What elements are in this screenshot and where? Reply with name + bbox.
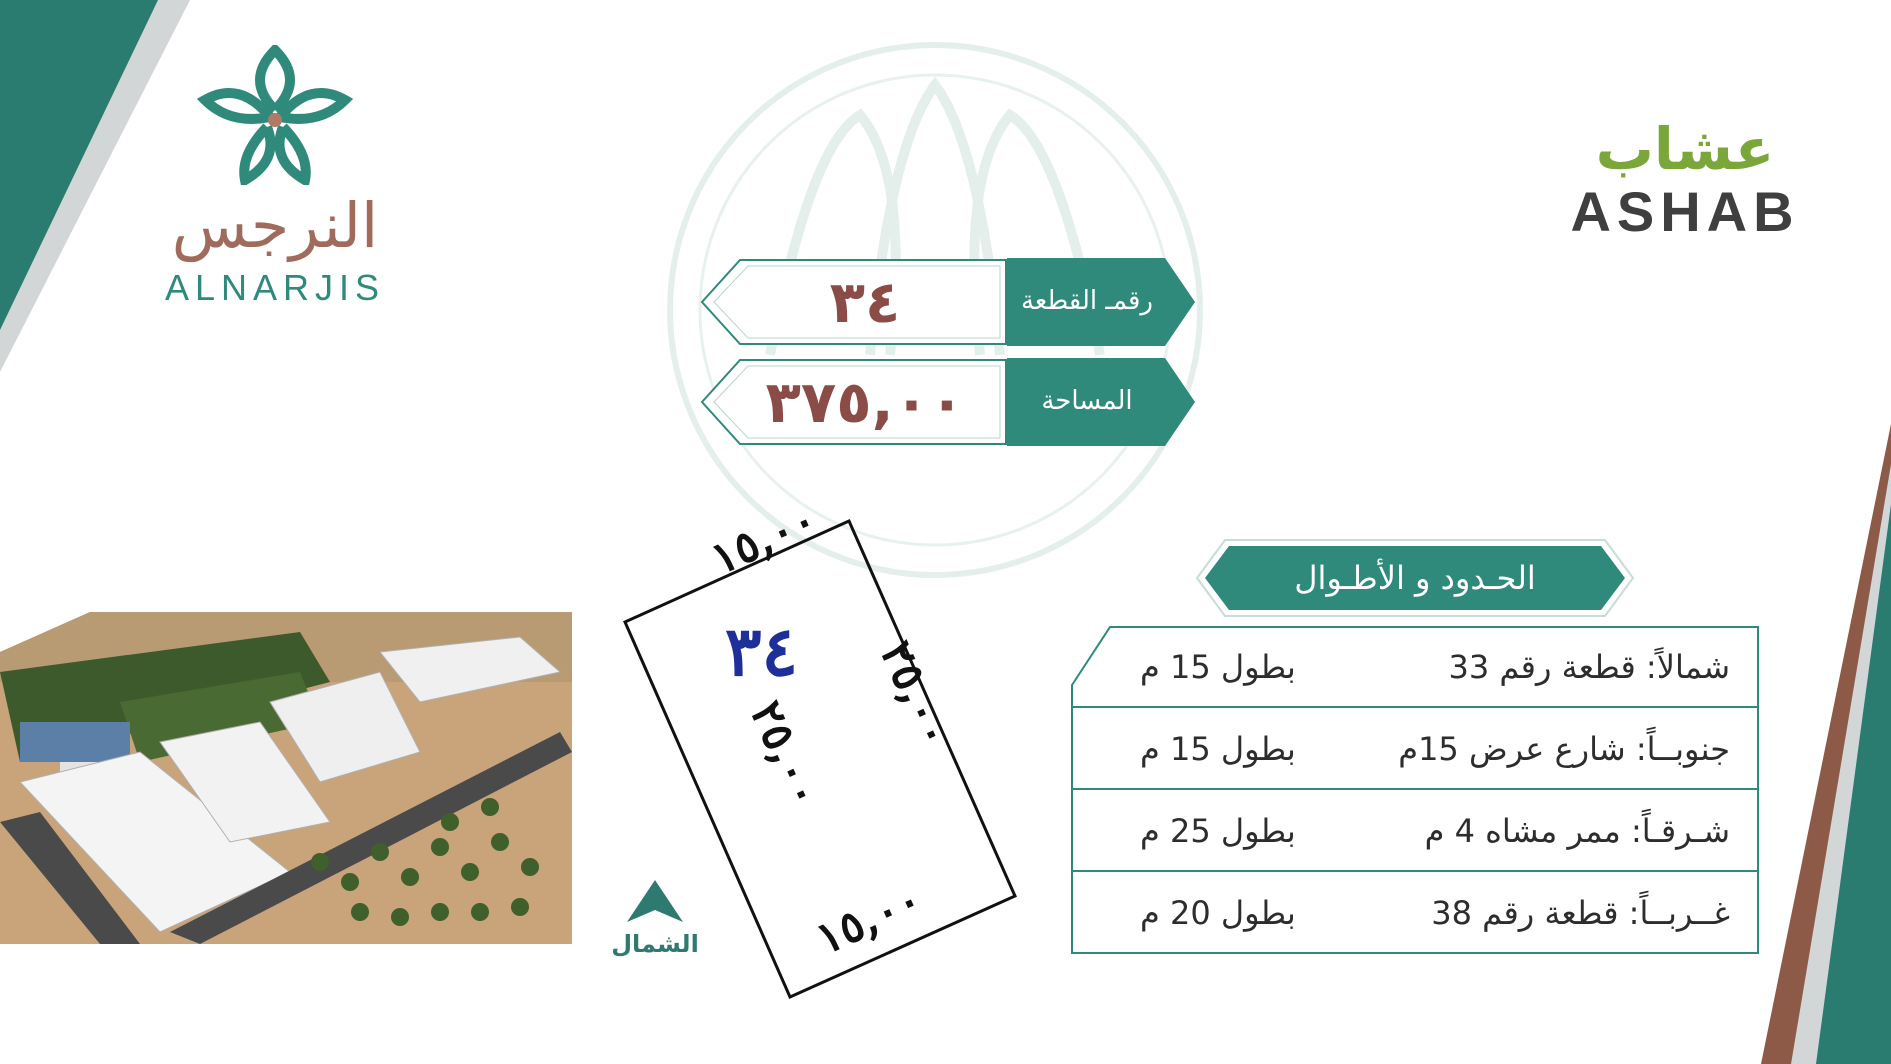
boundaries-title: الحـدود و الأطـوال <box>1294 559 1536 597</box>
plot-sketch: ١٥,٠٠ ١٥,٠٠ ٢٥,٠٠ ٢٥,٠٠ ٣٤ <box>623 500 1017 999</box>
sketch-bottom-dimension: ١٥,٠٠ <box>809 874 930 965</box>
boundary-side: جنوبــاً: شارع عرض 15م <box>1398 730 1730 768</box>
boundaries-header: الحـدود و الأطـوال <box>1195 538 1635 618</box>
plot-number-value-frame <box>700 259 1007 345</box>
north-indicator: الشمال <box>600 878 710 968</box>
ashab-latin-name: ASHAB <box>1570 180 1800 243</box>
boundary-row-north: شمالاً: قطعة رقم 33 بطول 15 م <box>1070 627 1760 707</box>
boundary-length: بطول 15 م <box>1140 730 1296 768</box>
sketch-plot-number: ٣٤ <box>725 612 798 692</box>
boundary-side: شـرقـاً: ممر مشاه 4 م <box>1424 812 1730 850</box>
corner-decoration-bottom-right <box>1761 424 1891 1064</box>
north-label: الشمال <box>611 930 699 958</box>
boundary-row-south: جنوبــاً: شارع عرض 15م بطول 15 م <box>1070 709 1760 789</box>
aerial-site-photo <box>0 612 572 944</box>
alnarjis-arabic-name: النرجس <box>171 189 379 262</box>
ashab-logo: عشاب ASHAB <box>1565 120 1805 260</box>
plot-number-row: ٣٤ رقمـ القطعة <box>700 258 1195 346</box>
alnarjis-logo: النرجس ALNARJIS <box>145 42 405 325</box>
area-label: المساحة <box>1041 386 1133 417</box>
sketch-top-dimension: ١٥,٠٠ <box>704 500 825 585</box>
sketch-right-dimension: ٢٥,٠٠ <box>870 634 961 755</box>
boundary-row-west: غــربــاً: قطعة رقم 38 بطول 20 م <box>1070 873 1760 953</box>
area-value-frame <box>700 359 1007 445</box>
north-arrow-icon <box>627 880 683 922</box>
area-row: ٣٧٥,٠٠ المساحة <box>700 358 1195 446</box>
corner-decoration-top-left <box>0 0 190 372</box>
ashab-arabic-name: عشاب <box>1595 115 1775 183</box>
sketch-left-dimension: ٢٥,٠٠ <box>740 694 831 815</box>
alnarjis-latin-name: ALNARJIS <box>164 267 386 308</box>
plot-number-label-frame <box>1007 258 1195 346</box>
plot-number-label: رقمـ القطعة <box>1020 286 1153 317</box>
boundary-row-east: شـرقـاً: ممر مشاه 4 م بطول 25 م <box>1070 791 1760 871</box>
plot-number-value: ٣٤ <box>829 268 901 336</box>
boundaries-table-frame <box>1071 626 1759 954</box>
boundary-side: شمالاً: قطعة رقم 33 <box>1448 648 1730 686</box>
boundaries-table: شمالاً: قطعة رقم 33 بطول 15 م جنوبــاً: … <box>1070 625 1760 955</box>
boundary-side: غــربــاً: قطعة رقم 38 <box>1431 894 1730 932</box>
area-value: ٣٧٥,٠٠ <box>765 368 965 436</box>
boundary-length: بطول 25 م <box>1140 812 1296 850</box>
boundaries-header-frame <box>1195 539 1635 617</box>
flower-icon <box>196 42 354 188</box>
area-label-frame <box>1007 358 1195 446</box>
boundary-length: بطول 20 م <box>1140 894 1296 932</box>
boundary-length: بطول 15 م <box>1140 648 1296 686</box>
